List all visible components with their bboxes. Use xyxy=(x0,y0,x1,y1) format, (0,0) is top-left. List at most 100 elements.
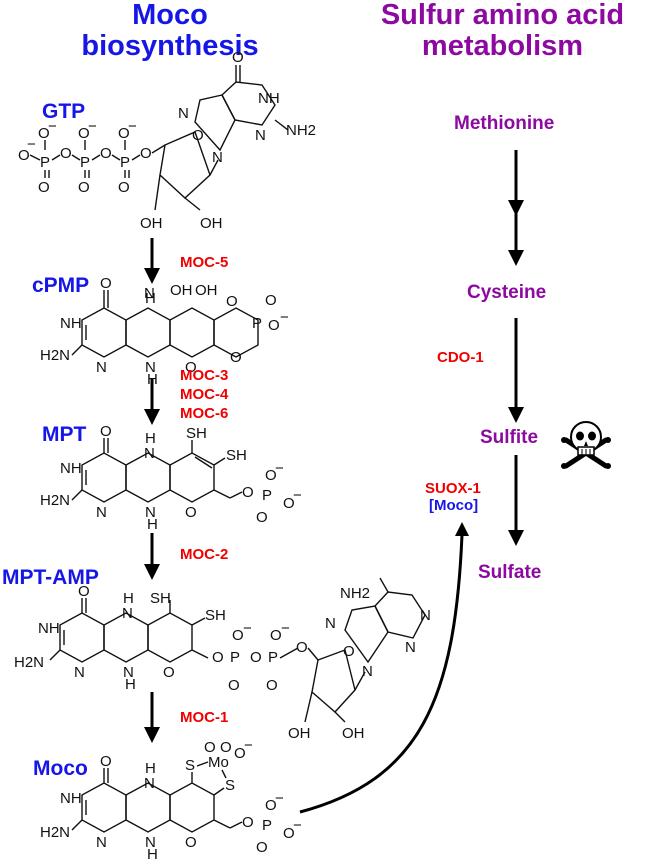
svg-text:O: O xyxy=(234,745,246,762)
arrow-methionine-to-cysteine-head xyxy=(508,250,524,266)
svg-text:Mo: Mo xyxy=(208,754,229,771)
svg-text:−: − xyxy=(275,790,284,807)
svg-text:N: N xyxy=(405,639,416,656)
svg-text:P: P xyxy=(252,315,262,332)
svg-text:N: N xyxy=(325,615,336,632)
svg-text:H2N: H2N xyxy=(40,492,70,509)
svg-text:N: N xyxy=(96,504,107,521)
svg-text:O: O xyxy=(265,467,277,484)
svg-text:SH: SH xyxy=(150,590,171,607)
svg-text:N: N xyxy=(212,149,223,166)
sulfur-metabolism-header: Sulfur amino acid metabolism xyxy=(360,0,645,62)
svg-text:N: N xyxy=(123,664,134,681)
svg-text:O: O xyxy=(220,739,232,756)
compound-label-gtp: GTP xyxy=(42,100,86,123)
svg-text:−: − xyxy=(280,309,289,326)
svg-text:N: N xyxy=(145,359,156,376)
svg-text:H: H xyxy=(125,676,136,693)
svg-text:O: O xyxy=(204,739,216,756)
svg-text:−: − xyxy=(88,118,97,135)
svg-text:H2N: H2N xyxy=(14,654,44,671)
svg-text:O: O xyxy=(118,179,130,196)
svg-text:SH: SH xyxy=(205,607,226,624)
svg-text:H2N: H2N xyxy=(40,347,70,364)
sulfur-header-line-2: metabolism xyxy=(421,30,584,62)
svg-text:P: P xyxy=(262,487,272,504)
svg-text:S: S xyxy=(225,777,235,794)
moco-biosynthesis-header: Moco biosynthesis xyxy=(70,0,270,62)
svg-text:NH: NH xyxy=(60,460,82,477)
svg-text:NH2: NH2 xyxy=(340,585,370,602)
skull-and-crossbones-icon xyxy=(561,421,611,469)
svg-text:H: H xyxy=(145,290,156,307)
svg-text:P: P xyxy=(230,649,240,666)
svg-text:NH: NH xyxy=(60,315,82,332)
svg-text:O: O xyxy=(226,293,238,310)
svg-text:S: S xyxy=(185,757,195,774)
svg-text:OH: OH xyxy=(140,215,163,232)
metabolite-label-sulfite: Sulfite xyxy=(480,427,539,448)
svg-text:O: O xyxy=(212,649,224,666)
arrow-sulfite-to-sulfate-head xyxy=(508,530,524,546)
sulfur-pathway-arrows xyxy=(508,150,524,546)
svg-text:O: O xyxy=(232,627,244,644)
moco-structure: O NH N H2N H N N H O S Mo O O O − S O P … xyxy=(40,737,302,863)
moco-header-line-2: biosynthesis xyxy=(81,30,259,62)
svg-text:O: O xyxy=(232,49,244,66)
svg-text:N: N xyxy=(144,285,155,302)
svg-text:SH: SH xyxy=(186,425,207,442)
svg-text:OH: OH xyxy=(195,282,218,299)
arrow-methionine-intermediate-head xyxy=(508,200,524,216)
svg-text:N: N xyxy=(145,504,156,521)
enzyme-label-cdo1: CDO-1 xyxy=(437,349,484,366)
svg-text:O: O xyxy=(60,145,72,162)
compound-label-mpt: MPT xyxy=(42,423,87,446)
arrow-mpt-to-mptamp-head xyxy=(144,564,160,580)
svg-text:P: P xyxy=(80,154,90,171)
svg-text:N: N xyxy=(144,445,155,462)
svg-text:O: O xyxy=(78,125,90,142)
svg-text:O: O xyxy=(100,145,112,162)
svg-text:−: − xyxy=(293,487,302,504)
svg-text:OH: OH xyxy=(170,282,193,299)
svg-text:O: O xyxy=(185,834,197,851)
svg-text:NH: NH xyxy=(258,90,280,107)
svg-text:O: O xyxy=(256,839,268,856)
svg-text:OH: OH xyxy=(288,725,311,742)
svg-text:O: O xyxy=(38,125,50,142)
svg-text:O: O xyxy=(185,359,197,376)
svg-text:O: O xyxy=(268,317,280,334)
arrow-cysteine-to-sulfite-head xyxy=(508,407,524,423)
svg-text:H: H xyxy=(145,430,156,447)
arrow-gtp-to-cpmp-head xyxy=(144,268,160,284)
svg-text:O: O xyxy=(265,797,277,814)
svg-text:N: N xyxy=(255,127,266,144)
svg-text:−: − xyxy=(48,118,57,135)
svg-text:O: O xyxy=(100,753,112,770)
arrow-mptamp-to-moco-head xyxy=(144,727,160,743)
svg-text:SH: SH xyxy=(226,447,247,464)
svg-text:O: O xyxy=(296,639,308,656)
svg-text:P: P xyxy=(40,154,50,171)
compound-label-mpt-amp: MPT-AMP xyxy=(2,566,99,589)
arrow-moco-to-suox-head xyxy=(455,522,469,536)
enzyme-label-moc1: MOC-1 xyxy=(180,709,229,726)
svg-text:H: H xyxy=(123,590,134,607)
mpt-structure: O NH N H2N H N N H O SH SH O P O − O − O xyxy=(40,423,302,533)
svg-text:O: O xyxy=(78,179,90,196)
enzyme-label-suox1: SUOX-1 xyxy=(425,480,481,497)
svg-text:N: N xyxy=(122,605,133,622)
svg-text:O: O xyxy=(242,814,254,831)
sulfur-header-line-1: Sulfur amino acid xyxy=(380,0,625,31)
svg-text:O: O xyxy=(242,484,254,501)
svg-text:N: N xyxy=(74,664,85,681)
moco-pathway-arrows xyxy=(144,238,160,743)
enzyme-group-moc3-4-6: MOC-3 MOC-4 MOC-6 xyxy=(180,366,228,423)
svg-text:H2N: H2N xyxy=(40,824,70,841)
svg-text:P: P xyxy=(120,154,130,171)
svg-text:−: − xyxy=(275,460,284,477)
svg-text:H: H xyxy=(147,846,158,863)
svg-text:NH2: NH2 xyxy=(286,122,316,139)
mpt-amp-structure: O NH N H2N H N N H O SH SH O P O − O O P… xyxy=(14,577,431,742)
